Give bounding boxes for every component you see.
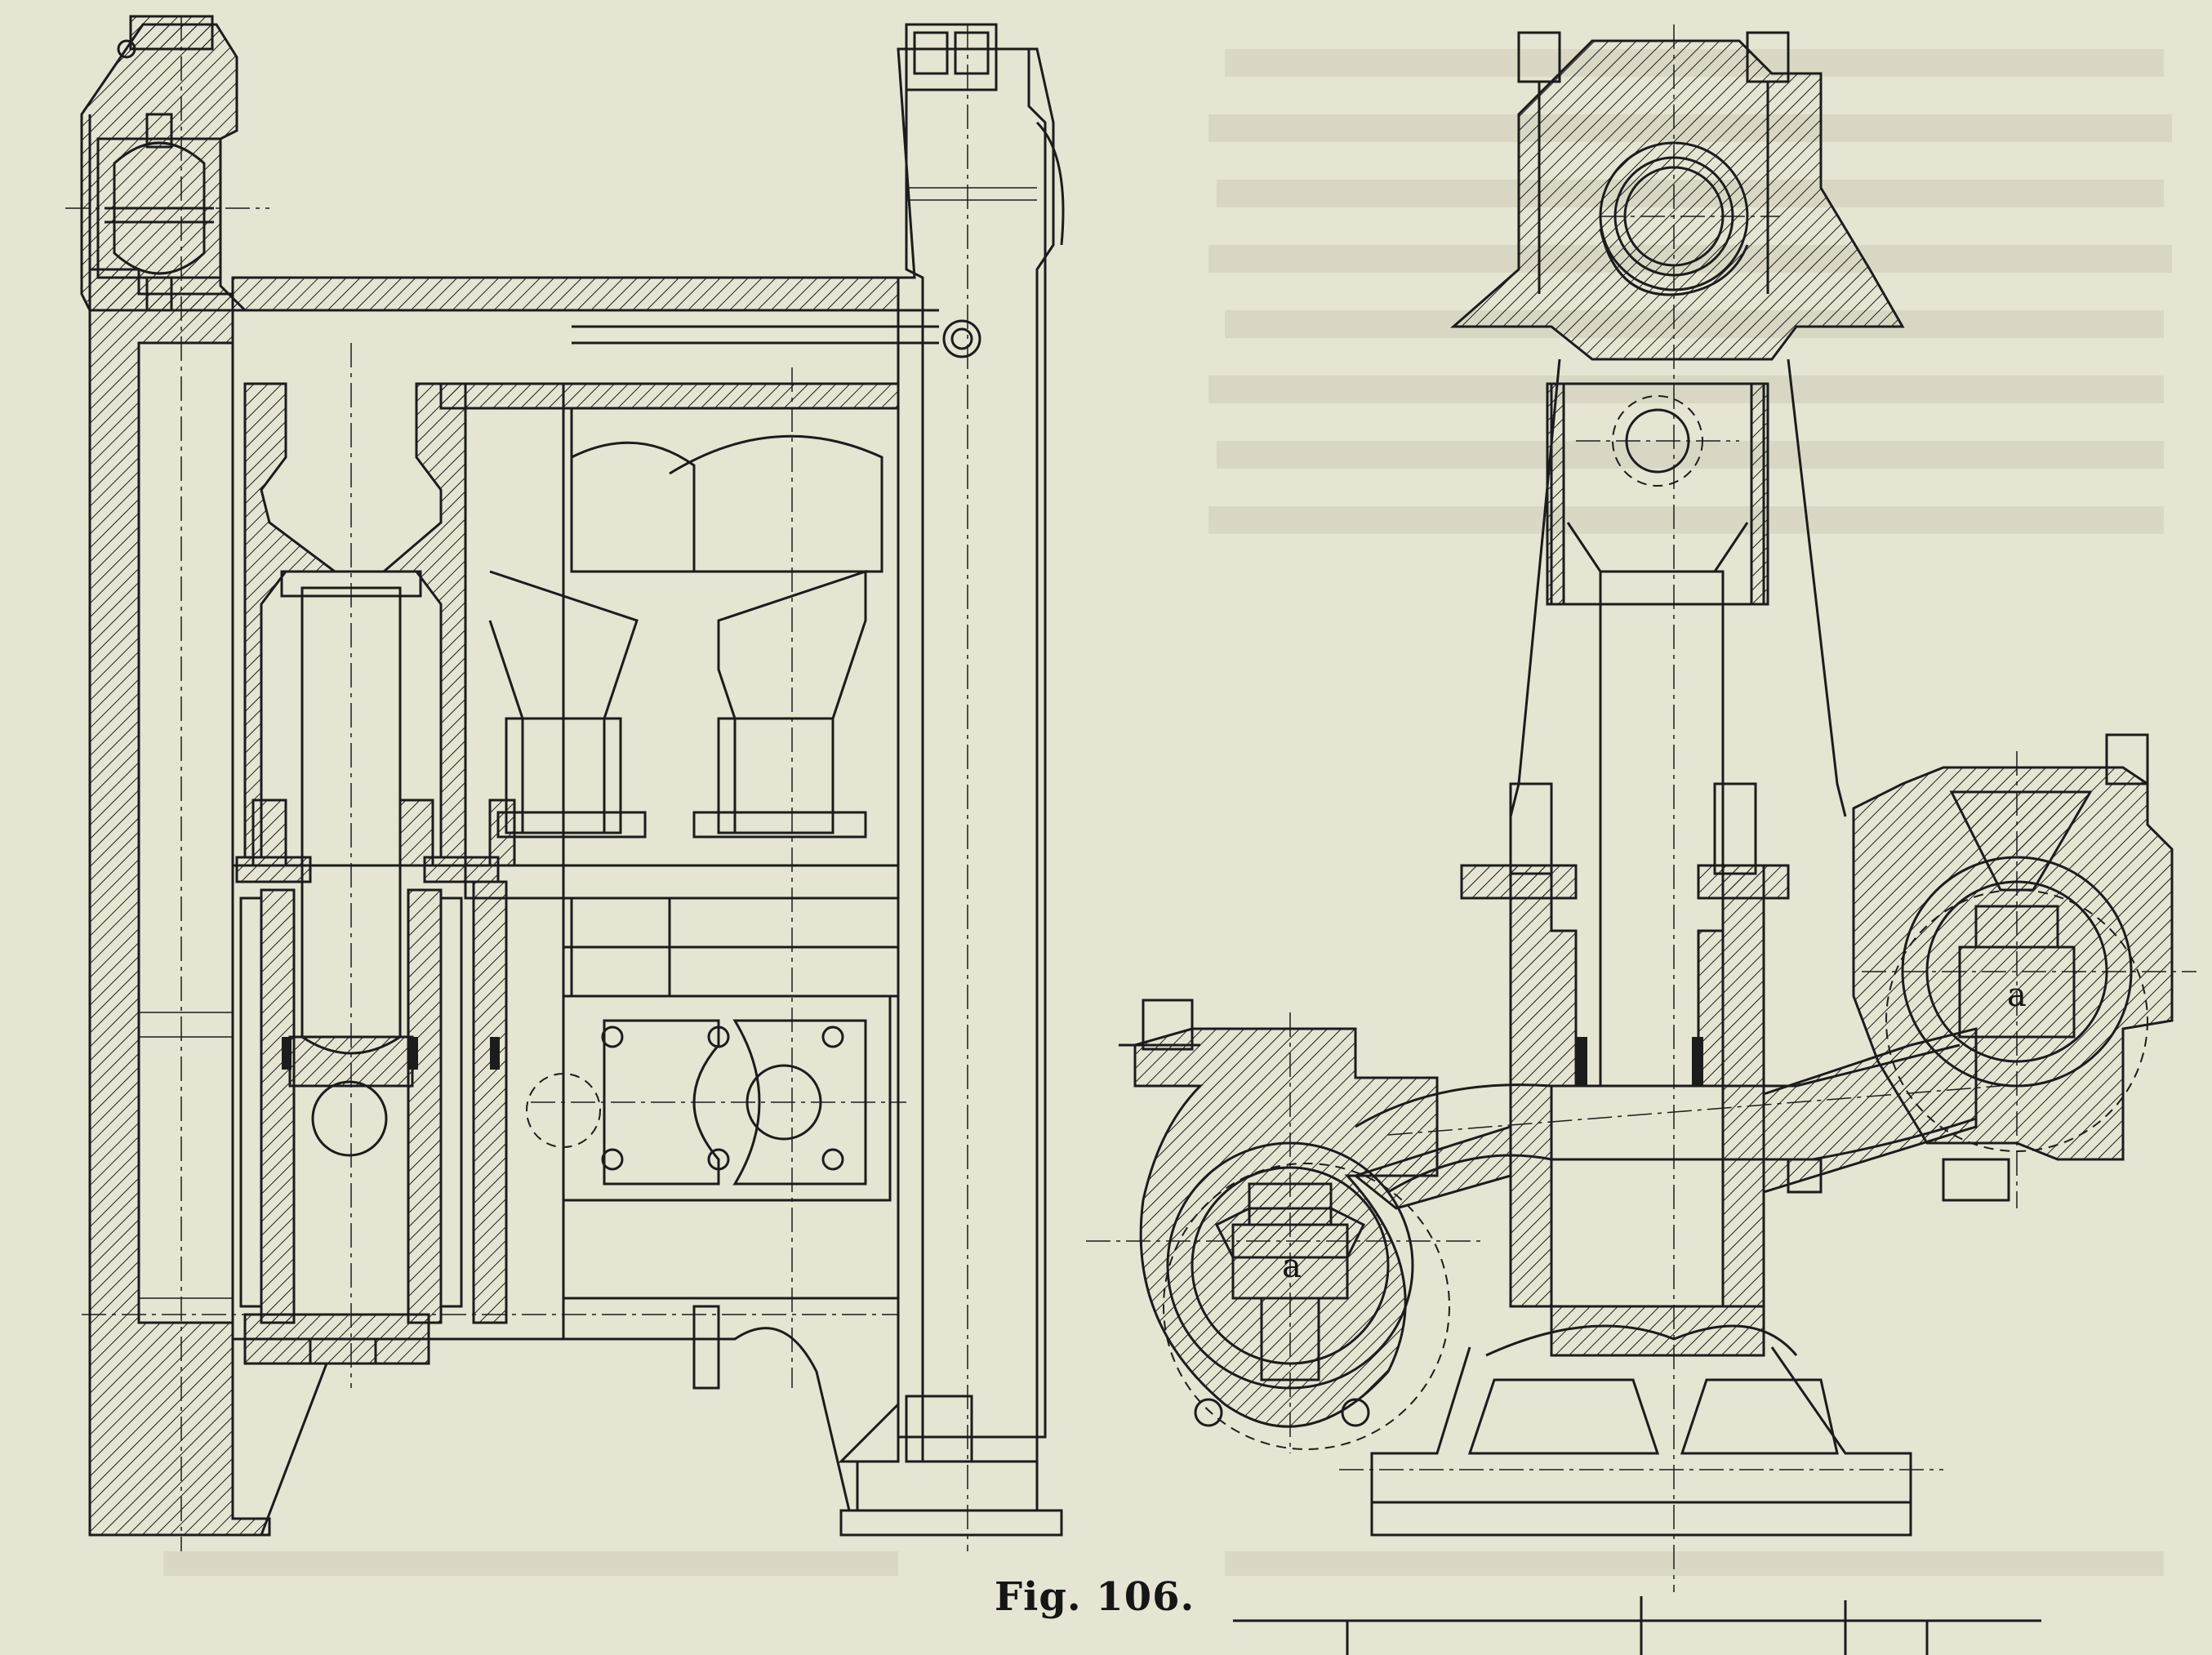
right-base xyxy=(1339,1324,1943,1537)
right-pillar xyxy=(838,23,1065,1551)
label-right-pump-a: a xyxy=(2007,977,2027,1014)
right-pump-chamber xyxy=(1787,733,2196,1208)
left-body-frame xyxy=(233,856,565,1365)
valve-chest-plate xyxy=(526,994,906,1202)
next-figure-fragment xyxy=(1233,1596,2041,1655)
left-plunger xyxy=(243,343,516,1388)
top-beam xyxy=(231,276,939,410)
left-view-section xyxy=(65,15,1065,1551)
left-base xyxy=(82,1297,898,1536)
crosshead-housing xyxy=(1509,358,1847,1088)
right-cylinder xyxy=(1460,782,1790,1357)
left-pump-chamber xyxy=(1086,999,1486,1453)
figure-caption: Fig. 106. xyxy=(995,1574,1195,1620)
crosshead-guides xyxy=(464,367,900,1388)
crank-head xyxy=(1450,24,1905,1592)
right-view-section xyxy=(1086,24,2196,1592)
column-head-valve xyxy=(65,15,269,312)
label-left-pump-a: a xyxy=(1282,1248,1302,1285)
